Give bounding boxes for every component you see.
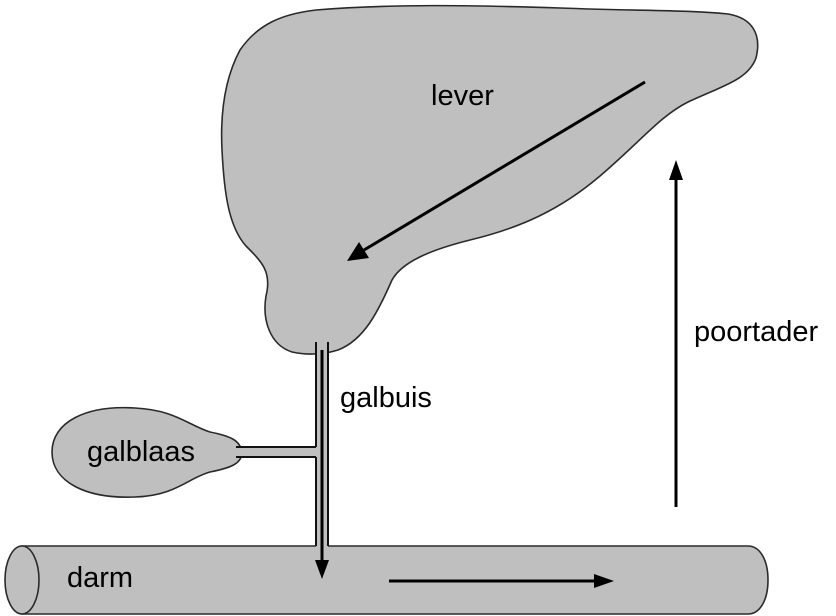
bile-duct-label: galbuis xyxy=(340,382,432,414)
bile-flow-arrow xyxy=(315,350,329,579)
liver-flow-arrow xyxy=(347,80,646,261)
portal-vein-label: poortader xyxy=(694,316,818,348)
intestine-label: darm xyxy=(67,562,133,594)
intestine-flow-arrow xyxy=(389,574,614,588)
liver xyxy=(220,4,759,355)
cystic-duct xyxy=(236,446,320,458)
liver-label: lever xyxy=(431,80,494,112)
portal-vein-arrow xyxy=(669,160,683,507)
gallbladder-label: galblaas xyxy=(87,436,195,468)
